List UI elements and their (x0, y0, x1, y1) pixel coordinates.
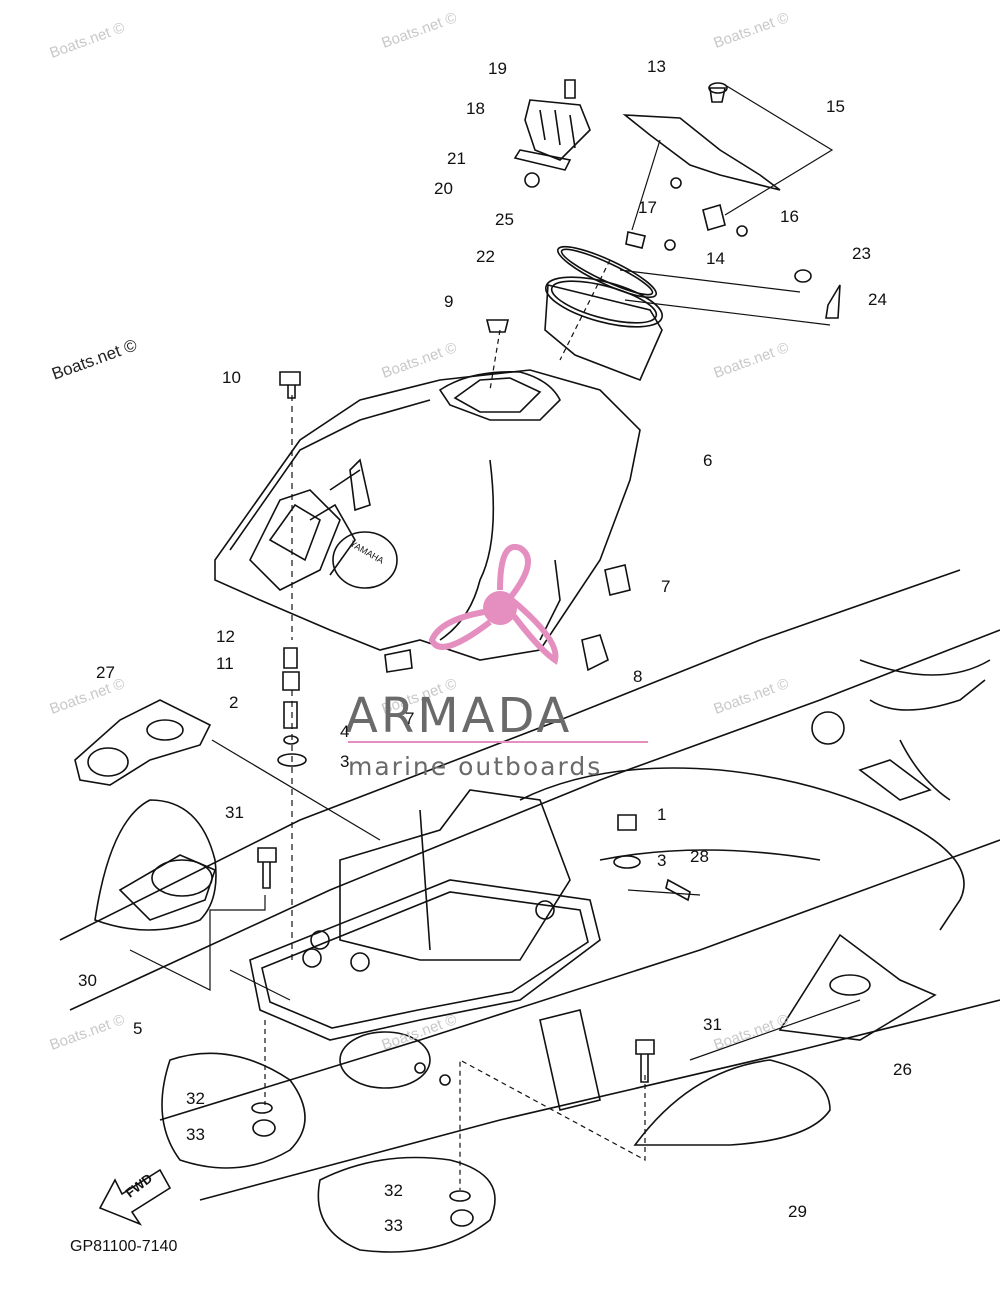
callout-9: 9 (444, 292, 454, 311)
callout-26: 26 (893, 1060, 912, 1079)
diagram-code: GP81100-7140 (70, 1238, 178, 1255)
callout-20: 20 (434, 179, 453, 198)
callout-24: 24 (868, 290, 887, 309)
callout-16: 16 (780, 207, 799, 226)
brand-tagline: marine outboards (348, 752, 603, 781)
callout-28: 28 (690, 847, 709, 866)
callout-23: 23 (852, 244, 871, 263)
callout-25: 25 (495, 210, 514, 229)
side-vents (74, 699, 937, 1146)
callout-3: 3 (340, 752, 350, 771)
callout-8: 8 (633, 667, 643, 686)
callout-31: 31 (703, 1015, 722, 1034)
callout-21: 21 (447, 149, 466, 168)
storage-well (161, 789, 601, 1253)
callout-33: 33 (186, 1125, 205, 1144)
hood-opening-seal (544, 245, 663, 382)
callout-17: 17 (638, 198, 657, 217)
callout-19: 19 (488, 59, 507, 78)
callout-31: 31 (225, 803, 244, 822)
callout-30: 30 (78, 971, 97, 990)
fasteners (251, 371, 691, 1227)
callout-14: 14 (706, 249, 725, 268)
clips (384, 564, 631, 673)
callout-32: 32 (186, 1089, 205, 1108)
callout-11: 11 (216, 654, 234, 673)
callout-15: 15 (826, 97, 845, 116)
hood (214, 369, 641, 661)
fwd-arrow (98, 1168, 172, 1226)
callout-2: 2 (229, 693, 239, 712)
brand-name: ARMADA (345, 688, 573, 744)
callout-29: 29 (788, 1202, 807, 1221)
callout-7: 7 (661, 577, 671, 596)
callout-7: 7 (405, 709, 415, 728)
callout-4: 4 (340, 722, 350, 741)
callout-3: 3 (657, 851, 667, 870)
armada-logo (348, 543, 648, 743)
callout-18: 18 (466, 99, 485, 118)
callout-6: 6 (703, 451, 713, 470)
callout-27: 27 (96, 663, 115, 682)
callout-32: 32 (384, 1181, 403, 1200)
callout-22: 22 (476, 247, 495, 266)
callout-5: 5 (133, 1019, 143, 1038)
callout-13: 13 (647, 57, 666, 76)
callout-33: 33 (384, 1216, 403, 1235)
leader-lines (129, 84, 861, 1190)
callout-1: 1 (657, 805, 667, 824)
latch-assembly (485, 79, 841, 333)
callout-10: 10 (222, 368, 241, 387)
callout-12: 12 (216, 627, 235, 646)
